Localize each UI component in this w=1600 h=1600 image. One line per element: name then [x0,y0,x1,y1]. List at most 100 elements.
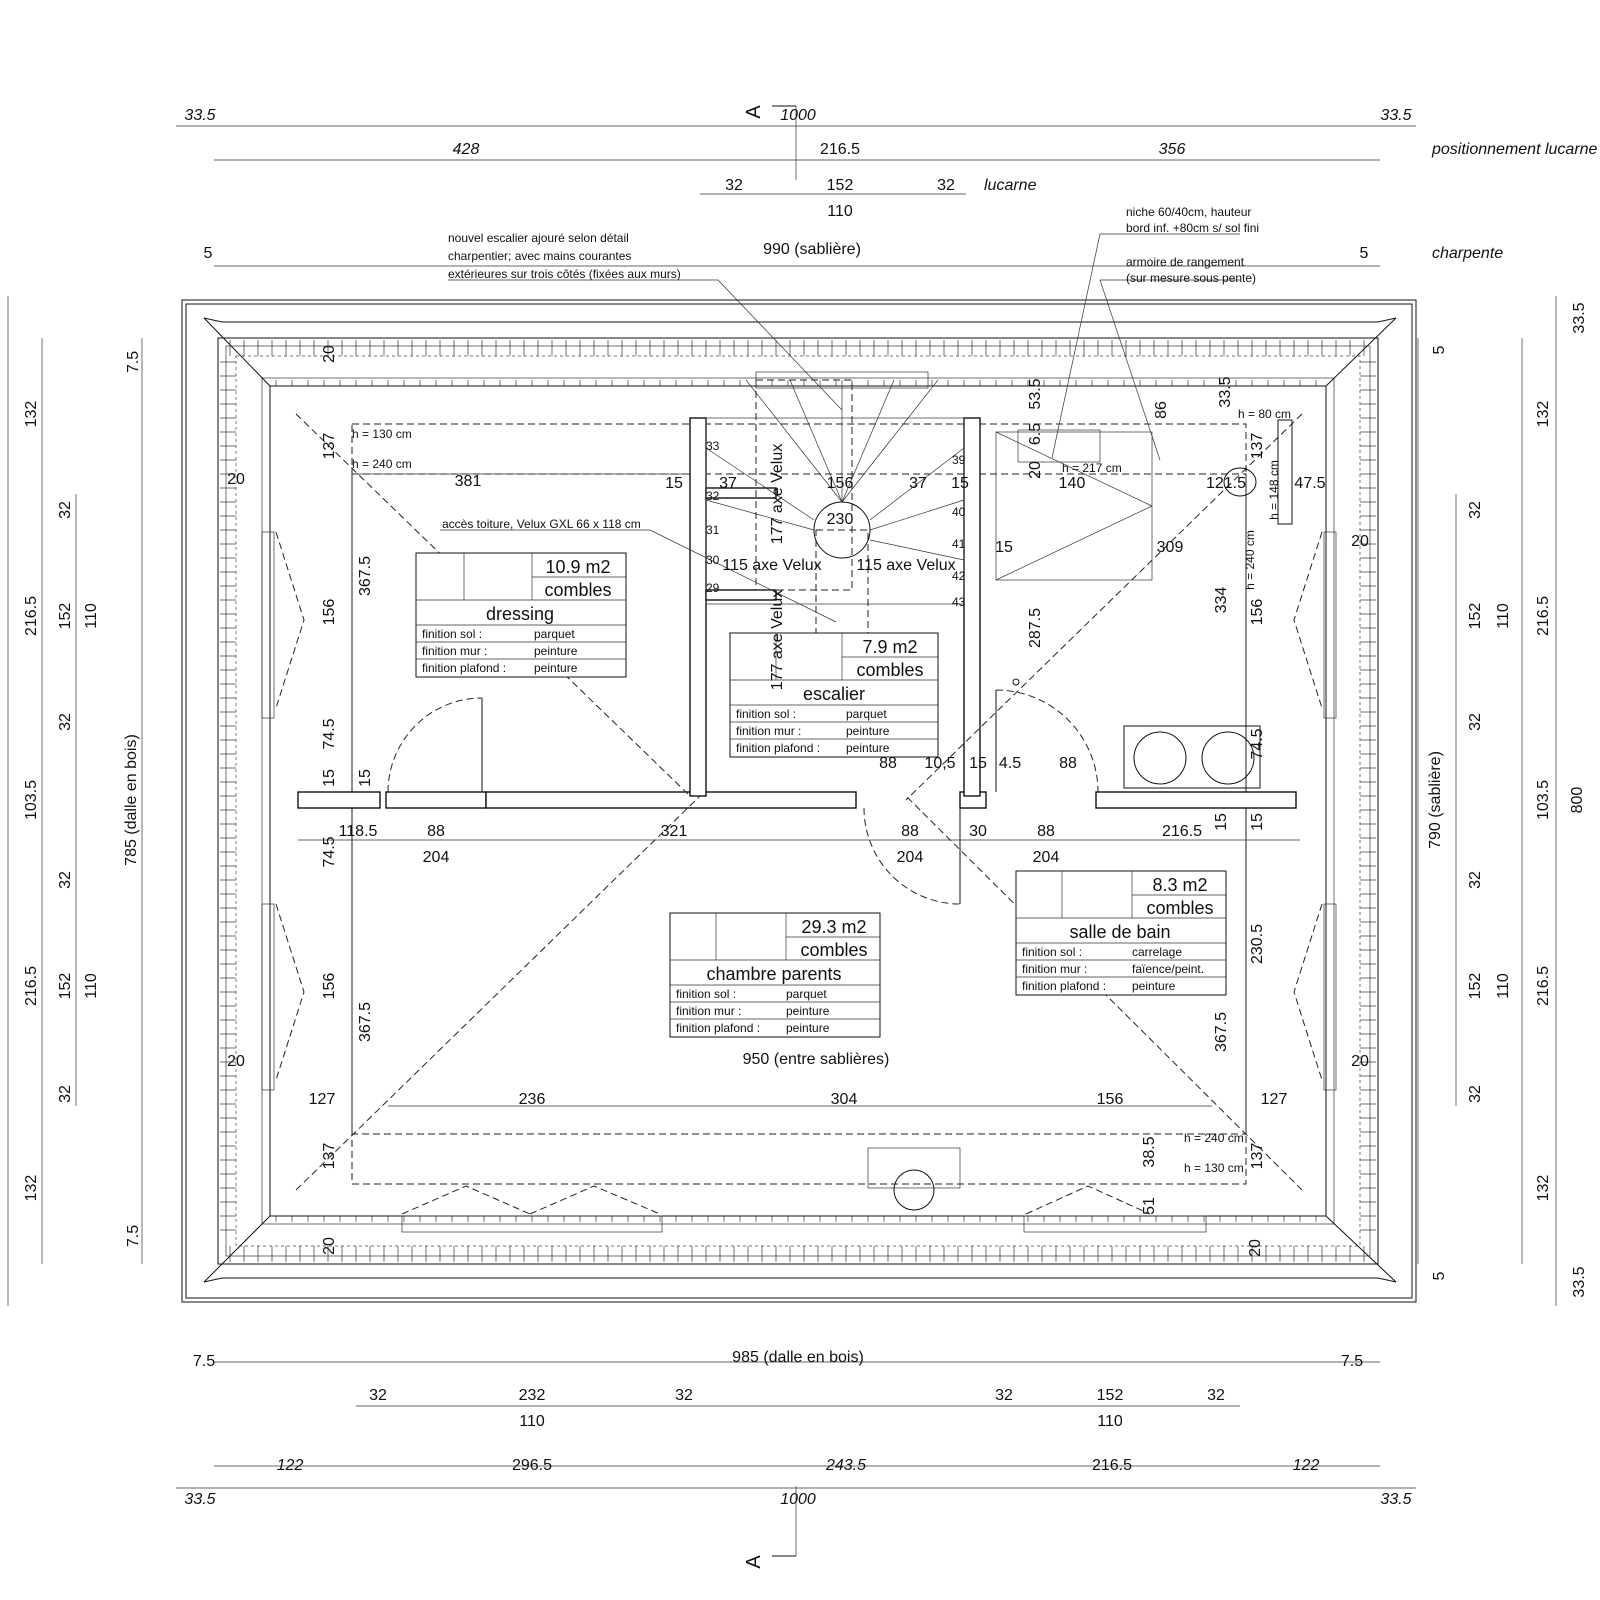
dim: 37 [719,475,737,492]
dim: 334 [1213,587,1230,614]
note-h240-right: h = 240 cm [1243,530,1257,590]
room-area: 8.3 m2 [1152,875,1207,895]
dim: 33 [706,439,720,453]
dim: 216.5 [1162,823,1202,840]
dim: 6.5 [1027,423,1044,445]
dim: 152 [827,177,854,194]
dim: 51 [1141,1197,1158,1215]
dim: 32 [57,501,74,519]
dim: 127 [1261,1091,1288,1108]
dim: 1000 [780,1491,816,1508]
note-armoire-line2: (sur mesure sous pente) [1126,271,1256,285]
dim: 985 (dalle en bois) [732,1349,864,1366]
interior-walls [297,417,1297,809]
dim: 74.5 [321,836,338,867]
dim: 137 [321,433,338,460]
dim: 42 [952,569,966,583]
finish-label: finition mur : [1022,962,1087,976]
dim: 367.5 [357,1002,374,1042]
dim: 990 (sablière) [763,241,861,258]
finish-label: finition sol : [676,987,736,1001]
finish-value: parquet [846,707,887,721]
dim: 88 [1059,755,1077,772]
dim: 156 [1249,599,1266,626]
dim: 177 axe Velux [769,590,786,691]
dim: 122 [1293,1457,1320,1474]
section-marker-top: A [743,105,765,119]
dim: 230.5 [1249,924,1266,964]
dim: 4.5 [999,755,1021,772]
note-velux: accès toiture, Velux GXL 66 x 118 cm [442,517,641,531]
dim: 5 [1360,245,1369,262]
note-h80: h = 80 cm [1238,407,1291,421]
dim: 39 [952,453,966,467]
notes: nouvel escalier ajouré selon détail char… [352,205,1291,1175]
dim: 367.5 [357,556,374,596]
dim: 30 [706,553,720,567]
dim: 15 [951,475,969,492]
dim: 32 [57,1085,74,1103]
finish-label: finition sol : [422,627,482,641]
dim: 110 [1495,973,1512,999]
dim: 38.5 [1141,1136,1158,1167]
dim: 177 axe Velux [769,444,786,545]
room-salle-de-bain: 8.3 m2 combles salle de bain finition so… [1022,875,1214,993]
note-h130-top: h = 130 cm [352,427,412,441]
dim: 304 [831,1091,858,1108]
dim: 103.5 [23,780,40,820]
dim: 216.5 [23,596,40,636]
dim: 32 [725,177,743,194]
dim: 43 [952,595,966,609]
right-dimensions: 33.5 5 132 32 216.5 152 110 32 103.5 800… [1247,302,1588,1297]
bottom-dimensions: 7.5 985 (dalle en bois) 7.5 32 232 32 11… [193,1349,1363,1430]
dim: 367.5 [1213,1012,1230,1052]
room-escalier: 7.9 m2 combles escalier finition sol : p… [736,637,924,755]
note-h240-bottom: h = 240 cm [1184,1131,1244,1145]
dim: 950 (entre sablières) [743,1051,890,1068]
note-h217: h = 217 cm [1062,461,1122,475]
dim: 7.5 [125,1225,142,1247]
note-stair-line1: nouvel escalier ajouré selon détail [448,231,629,245]
section-marker-bottom: A [743,1555,765,1569]
dim: 7.5 [125,351,142,373]
dim: 156 [321,599,338,626]
finish-value: peinture [534,661,578,675]
dim: 137 [1249,433,1266,460]
room-type: combles [544,580,611,600]
stair-dimensions: 15 37 156 37 15 230 177 axe Velux 177 ax… [665,444,1077,772]
left-dimensions: 7.5 132 32 216.5 152 110 32 103.5 785 (d… [23,345,338,1247]
dim: 32 [1467,871,1484,889]
dim: 53.5 [1027,378,1044,409]
roof-hatch [220,340,1376,1262]
dim: 20 [227,471,245,488]
dim: 32 [57,871,74,889]
dim: 32 [937,177,955,194]
dim: 41 [952,537,966,551]
stair-step-numbers: 33 32 31 30 29 39 40 41 42 43 [706,439,966,609]
dim: 5 [204,245,213,262]
side-labels: positionnement lucarne lucarne charpente [984,141,1598,262]
dim: 31 [706,523,720,537]
room-name: salle de bain [1069,922,1170,942]
dim: 15 [665,475,683,492]
finish-value: peinture [786,1021,830,1035]
room-type: combles [1146,898,1213,918]
dim: 5 [1431,345,1448,354]
dim: 428 [453,141,480,158]
dim: 110 [827,203,853,220]
dim: 115 axe Velux [856,557,955,574]
dim: 156 [827,475,854,492]
dim: 86 [1153,401,1170,419]
dim: 132 [1535,1175,1552,1202]
dim: 800 [1569,787,1586,814]
room-type: combles [800,940,867,960]
dim: 29 [706,581,720,595]
dim: 88 [427,823,445,840]
room-tables [415,552,1227,1038]
dim: 74.5 [321,718,338,749]
label-lucarne: lucarne [984,177,1037,194]
dim: 15 [1213,813,1230,831]
dim: 132 [23,1175,40,1202]
dim: 156 [321,973,338,1000]
